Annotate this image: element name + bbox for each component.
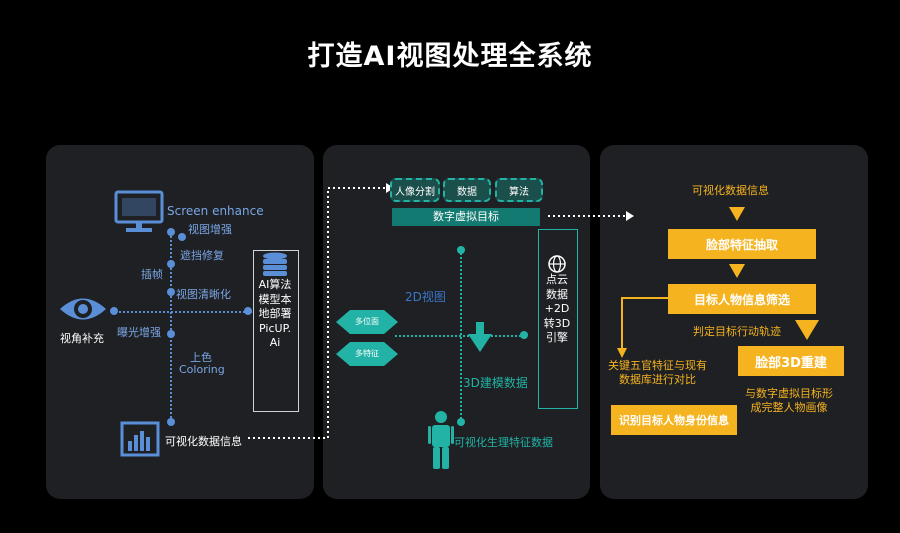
coloring-cn-label: 上色 (190, 351, 212, 364)
teal-dot-right (520, 331, 528, 339)
face-extract-box: 脸部特征抽取 (668, 229, 816, 259)
down-triangle (729, 264, 745, 278)
digital-target-bar: 数字虚拟目标 (392, 208, 540, 226)
view-sharpen-label: 视图清晰化 (176, 288, 231, 301)
diamond-multi-position (336, 310, 398, 334)
complete-text: 与数字虚拟目标形 成完整人物画像 (745, 387, 833, 415)
view-enhance-label: 视图增强 (188, 223, 232, 236)
perspective-fill-label: 视角补充 (60, 332, 104, 345)
viz-bio-label: 可视化生理特征数据 (454, 436, 553, 449)
trunk-line (170, 232, 172, 422)
ai-engine-box (253, 250, 299, 412)
eye-icon (60, 298, 106, 320)
bar-chart-icon (120, 421, 160, 457)
trunk-dot-bottom (167, 418, 175, 426)
branch-dot (178, 233, 186, 241)
point-cloud-line: 引擎 (546, 331, 568, 344)
identify-box: 识别目标人物身份信息 (611, 405, 737, 435)
point-cloud-line: 转3D (543, 316, 571, 330)
teal-dot-bottom (457, 418, 465, 426)
monitor-icon (114, 190, 164, 232)
point-cloud-line: 点云 (546, 273, 568, 286)
occlusion-repair-label: 遮挡修复 (180, 249, 224, 262)
globe-icon (548, 255, 566, 273)
database-icon (263, 252, 287, 276)
compare-line: 关键五官特征与现有 (608, 359, 707, 372)
down-triangle (729, 207, 745, 221)
ai-engine-line: PicUP. (259, 321, 291, 335)
branch-dot (167, 260, 175, 268)
ai-engine-line: 模型本 (258, 292, 292, 306)
viz-data-label: 可视化数据信息 (165, 435, 242, 448)
complete-line: 与数字虚拟目标形 (745, 387, 833, 400)
person-icon (428, 411, 454, 469)
ai-engine-line: Ai (269, 336, 281, 349)
point-cloud-text: 点云 数据 +2D 转3D 引擎 (538, 273, 576, 346)
judge-track-label: 判定目标行动轨迹 (693, 325, 781, 338)
interpolation-label: 插帧 (141, 268, 163, 281)
point-cloud-line: 数据 (546, 287, 568, 301)
coloring-en-label: Coloring (179, 363, 225, 376)
diamond-multi-feature (336, 342, 398, 366)
eye-dot (110, 307, 118, 315)
target-filter-box: 目标人物信息筛选 (668, 284, 816, 314)
ai-engine-line: 地部署 (258, 307, 292, 320)
branch-arrow-left (617, 297, 668, 358)
point-cloud-line: +2D (544, 302, 570, 315)
down-arrow-icon (468, 322, 492, 352)
diamond-multi-position-label: 多位面 (355, 317, 379, 326)
point-cloud-engine-box (538, 229, 578, 409)
trunk-dot-top (167, 228, 175, 236)
compare-line: 数据库进行对比 (619, 373, 696, 386)
ai-engine-text: AI算法 模型本 地部署 PicUP. Ai (253, 278, 297, 351)
panel-target-analysis (600, 145, 868, 499)
compare-text: 关键五官特征与现有 数据库进行对比 (608, 359, 707, 387)
face-3d-rebuild-box: 脸部3D重建 (738, 346, 844, 376)
complete-line: 成完整人物画像 (750, 401, 828, 414)
page-title: 打造AI视图处理全系统 (307, 41, 593, 72)
down-triangle-large (795, 320, 819, 340)
panel-ai-view-enhance (46, 145, 314, 499)
pill-algorithm: 算法 (495, 178, 543, 202)
label-3d-model: 3D建模数据 (463, 376, 528, 390)
branch-dot (167, 288, 175, 296)
pill-data: 数据 (443, 178, 491, 202)
ai-engine-line: AI算法 (258, 278, 292, 291)
label-2d-view: 2D视图 (405, 290, 446, 304)
pill-portrait-segmentation: 人像分割 (390, 178, 440, 202)
branch-dot (167, 330, 175, 338)
engine-dot (244, 307, 252, 315)
p3-viz-data-label: 可视化数据信息 (692, 184, 769, 197)
teal-dot-top (457, 246, 465, 254)
diamond-multi-feature-label: 多特征 (355, 349, 379, 358)
exposure-enhance-label: 曝光增强 (117, 326, 161, 339)
teal-horizontal-line (395, 335, 525, 337)
eye-to-engine-line (112, 311, 252, 313)
connector-arrow (548, 211, 634, 221)
screen-enhance-label: Screen enhance (167, 204, 264, 218)
